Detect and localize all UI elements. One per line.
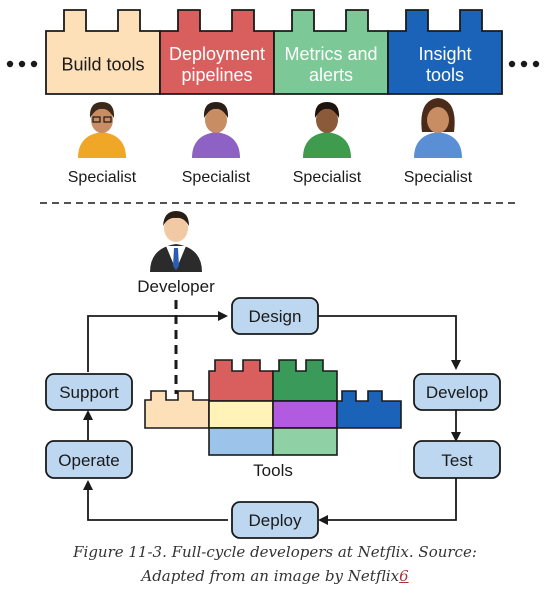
figure-caption-line1: Figure 11-3. Full-cycle developers at Ne… [73,543,477,561]
top-brick-0: Build tools [45,9,161,95]
specialist-label: Specialist [68,169,137,186]
specialist-label: Specialist [404,169,473,186]
green-brick [272,359,338,402]
specialist-label: Specialist [182,169,251,186]
light-green-brick [272,427,338,456]
test-node [413,440,501,479]
brick-label: Deployment [169,44,265,64]
develop-label: Develop [426,383,488,402]
brick-label: pipelines [181,65,252,85]
brick-label: Build tools [61,55,144,75]
support-node [45,373,133,411]
brick-label: tools [426,65,464,85]
specialist-icon-2 [303,102,351,158]
cycle-nodes: Design Develop Test Deploy Operate Suppo… [45,297,501,539]
develop-node [413,373,501,411]
right-ellipsis [508,60,540,68]
peach-brick [144,390,210,429]
footnote-link[interactable]: 6 [399,567,409,585]
tools-label: Tools [253,461,293,480]
brick-label: alerts [309,65,353,85]
operate-label: Operate [58,451,119,470]
operate-node [45,440,133,479]
purple-brick [272,400,338,429]
figure-caption-line2: Adapted from an image by Netflix6 [0,567,550,585]
design-label: Design [249,307,302,326]
yellow-brick [208,400,274,429]
test-label: Test [441,451,472,470]
design-node [231,297,319,335]
light-blue-brick [208,427,274,456]
specialist-icon-1 [192,102,240,158]
specialist-row: Specialist Specialist Specialist Specialist [68,98,473,186]
brick-shape [45,9,161,95]
blue-brick [336,390,402,429]
left-ellipsis [6,60,38,68]
specialist-label: Specialist [293,169,362,186]
developer-icon [150,211,202,272]
brick-label: Insight [418,44,471,64]
cycle-connectors [83,311,461,525]
figure-caption-text: Adapted from an image by Netflix [141,567,400,585]
deploy-node [231,501,319,539]
red-brick [208,359,274,402]
support-label: Support [59,383,119,402]
brick-label: Metrics and [284,44,377,64]
tools-brick-stack [144,359,402,456]
deploy-label: Deploy [249,511,302,530]
brick-shape [387,9,503,95]
specialist-icon-0 [78,102,126,158]
developer-label: Developer [137,277,215,296]
specialist-icon-3 [414,98,462,158]
